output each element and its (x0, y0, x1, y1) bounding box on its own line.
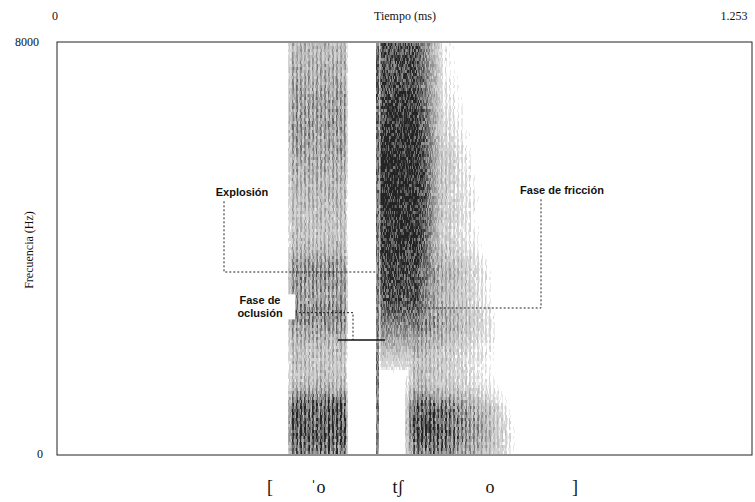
spectrogram-band (288, 43, 511, 454)
spectrogram-band (288, 43, 506, 454)
transcription-symbol: ] (572, 477, 578, 498)
plot-frame (57, 42, 752, 455)
annotation-label: Fase de oclusión (225, 294, 295, 319)
spectrogram (288, 43, 515, 454)
transcription-symbol: o (486, 477, 495, 498)
axis-tick: 8000 (15, 36, 39, 50)
occlusion-span-line (338, 339, 385, 340)
axis-title: Tiempo (ms) (374, 10, 436, 24)
transcription-symbol: ˈo (311, 477, 326, 498)
spectrogram-band (289, 43, 483, 454)
spectrogram-band (289, 43, 491, 454)
leader-line (299, 313, 353, 340)
axis-tick: 1.253 (721, 10, 748, 24)
axis-tick: 0 (52, 10, 58, 24)
transcription-symbol: tʃ (393, 477, 404, 498)
spectrogram-band (292, 43, 479, 454)
annotation-label: Explosión (214, 186, 271, 199)
transcription-symbol: [ (267, 477, 273, 498)
spectrogram-band (292, 43, 463, 454)
leader-line (420, 199, 541, 308)
spectrogram-band (288, 43, 498, 454)
spectrogram-band (292, 43, 470, 454)
leader-lines (224, 199, 541, 340)
annotation-label: Fase de fricción (518, 184, 606, 197)
axis-tick: 0 (37, 448, 43, 462)
leader-line (224, 201, 376, 272)
axis-title: Frecuencia (Hz) (23, 211, 37, 289)
spectrogram-band (292, 43, 459, 454)
spectrogram-band (288, 43, 515, 454)
